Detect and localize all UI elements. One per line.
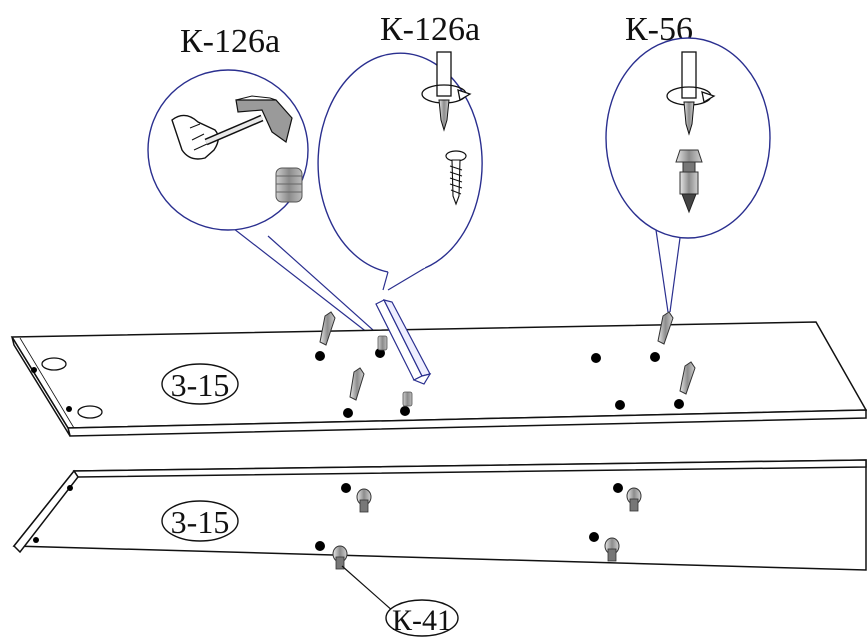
cam-fitting-icon [332, 545, 348, 570]
fitting-label: К-41 [392, 604, 452, 637]
callout-label-hammer: К-126а [180, 23, 280, 60]
dowel-icon [275, 167, 303, 203]
drill-holes [315, 483, 623, 551]
cam-fitting-icon [604, 537, 620, 562]
bracket-icon [375, 299, 432, 385]
bolt-icon [349, 367, 365, 401]
callout-label-screw: К-126а [380, 11, 480, 48]
hammer-icon [171, 95, 293, 160]
lower-panel-label: 3-15 [171, 504, 230, 540]
upper-panel-label: 3-15 [171, 367, 230, 403]
screw-icon [445, 150, 467, 206]
dowel-icon [377, 335, 388, 351]
screwdriver-icon [421, 51, 472, 132]
lower-panel: 3-15 [12, 459, 867, 571]
screwdriver-icon [666, 51, 716, 136]
callout-bolt [605, 37, 771, 313]
upper-panel: 3-15 [10, 299, 867, 437]
fitting-callout: К-41 [341, 565, 459, 637]
bolt-icon [679, 361, 696, 395]
cam-fitting-icon [626, 487, 642, 512]
dowel-icon [402, 391, 413, 407]
drill-holes [315, 348, 684, 418]
cam-fitting-icon [356, 488, 372, 513]
bolt-icon [675, 149, 703, 214]
bolt-icon [657, 311, 674, 345]
bolt-icon [319, 311, 336, 346]
